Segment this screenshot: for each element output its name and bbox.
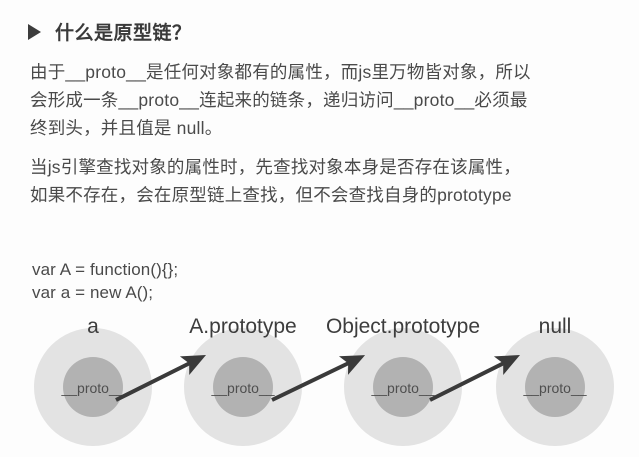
triangle-right-icon	[28, 23, 41, 40]
node-label: Object.prototype	[325, 315, 481, 338]
page-title: 什么是原型链？	[55, 23, 192, 44]
inner-circle	[373, 357, 433, 417]
node-label: a	[87, 315, 99, 338]
paragraph-proto-chain-definition: 由于__proto__是任何对象都有的属性，而js里万物皆对象，所以 会形成一条…	[30, 62, 531, 138]
proto-label: __proto__	[523, 380, 587, 396]
node-label: A.prototype	[189, 315, 297, 338]
node-label: null	[538, 315, 572, 338]
proto-label: __proto__	[61, 380, 125, 396]
paragraph-property-lookup: 当js引擎查找对象的属性时，先查找对象本身是否存在该属性， 如果不存在，会在原型…	[30, 157, 521, 205]
prototype-chain-diagram: a __proto__ A.prototype __proto__ Object…	[0, 315, 639, 457]
inner-circle	[525, 357, 585, 417]
inner-circle	[213, 357, 273, 417]
code-snippet: var A = function(){}; var a = new A();	[32, 260, 179, 302]
diagram-node-a: a __proto__	[34, 315, 152, 446]
slide-heading: 什么是原型链？	[28, 18, 192, 45]
proto-label: __proto__	[211, 380, 275, 396]
diagram-node-a-prototype: A.prototype __proto__	[184, 315, 302, 446]
diagram-node-null: null __proto__	[496, 315, 614, 446]
proto-label: __proto__	[371, 380, 435, 396]
inner-circle	[63, 357, 123, 417]
diagram-node-object-prototype: Object.prototype __proto__	[326, 315, 480, 446]
